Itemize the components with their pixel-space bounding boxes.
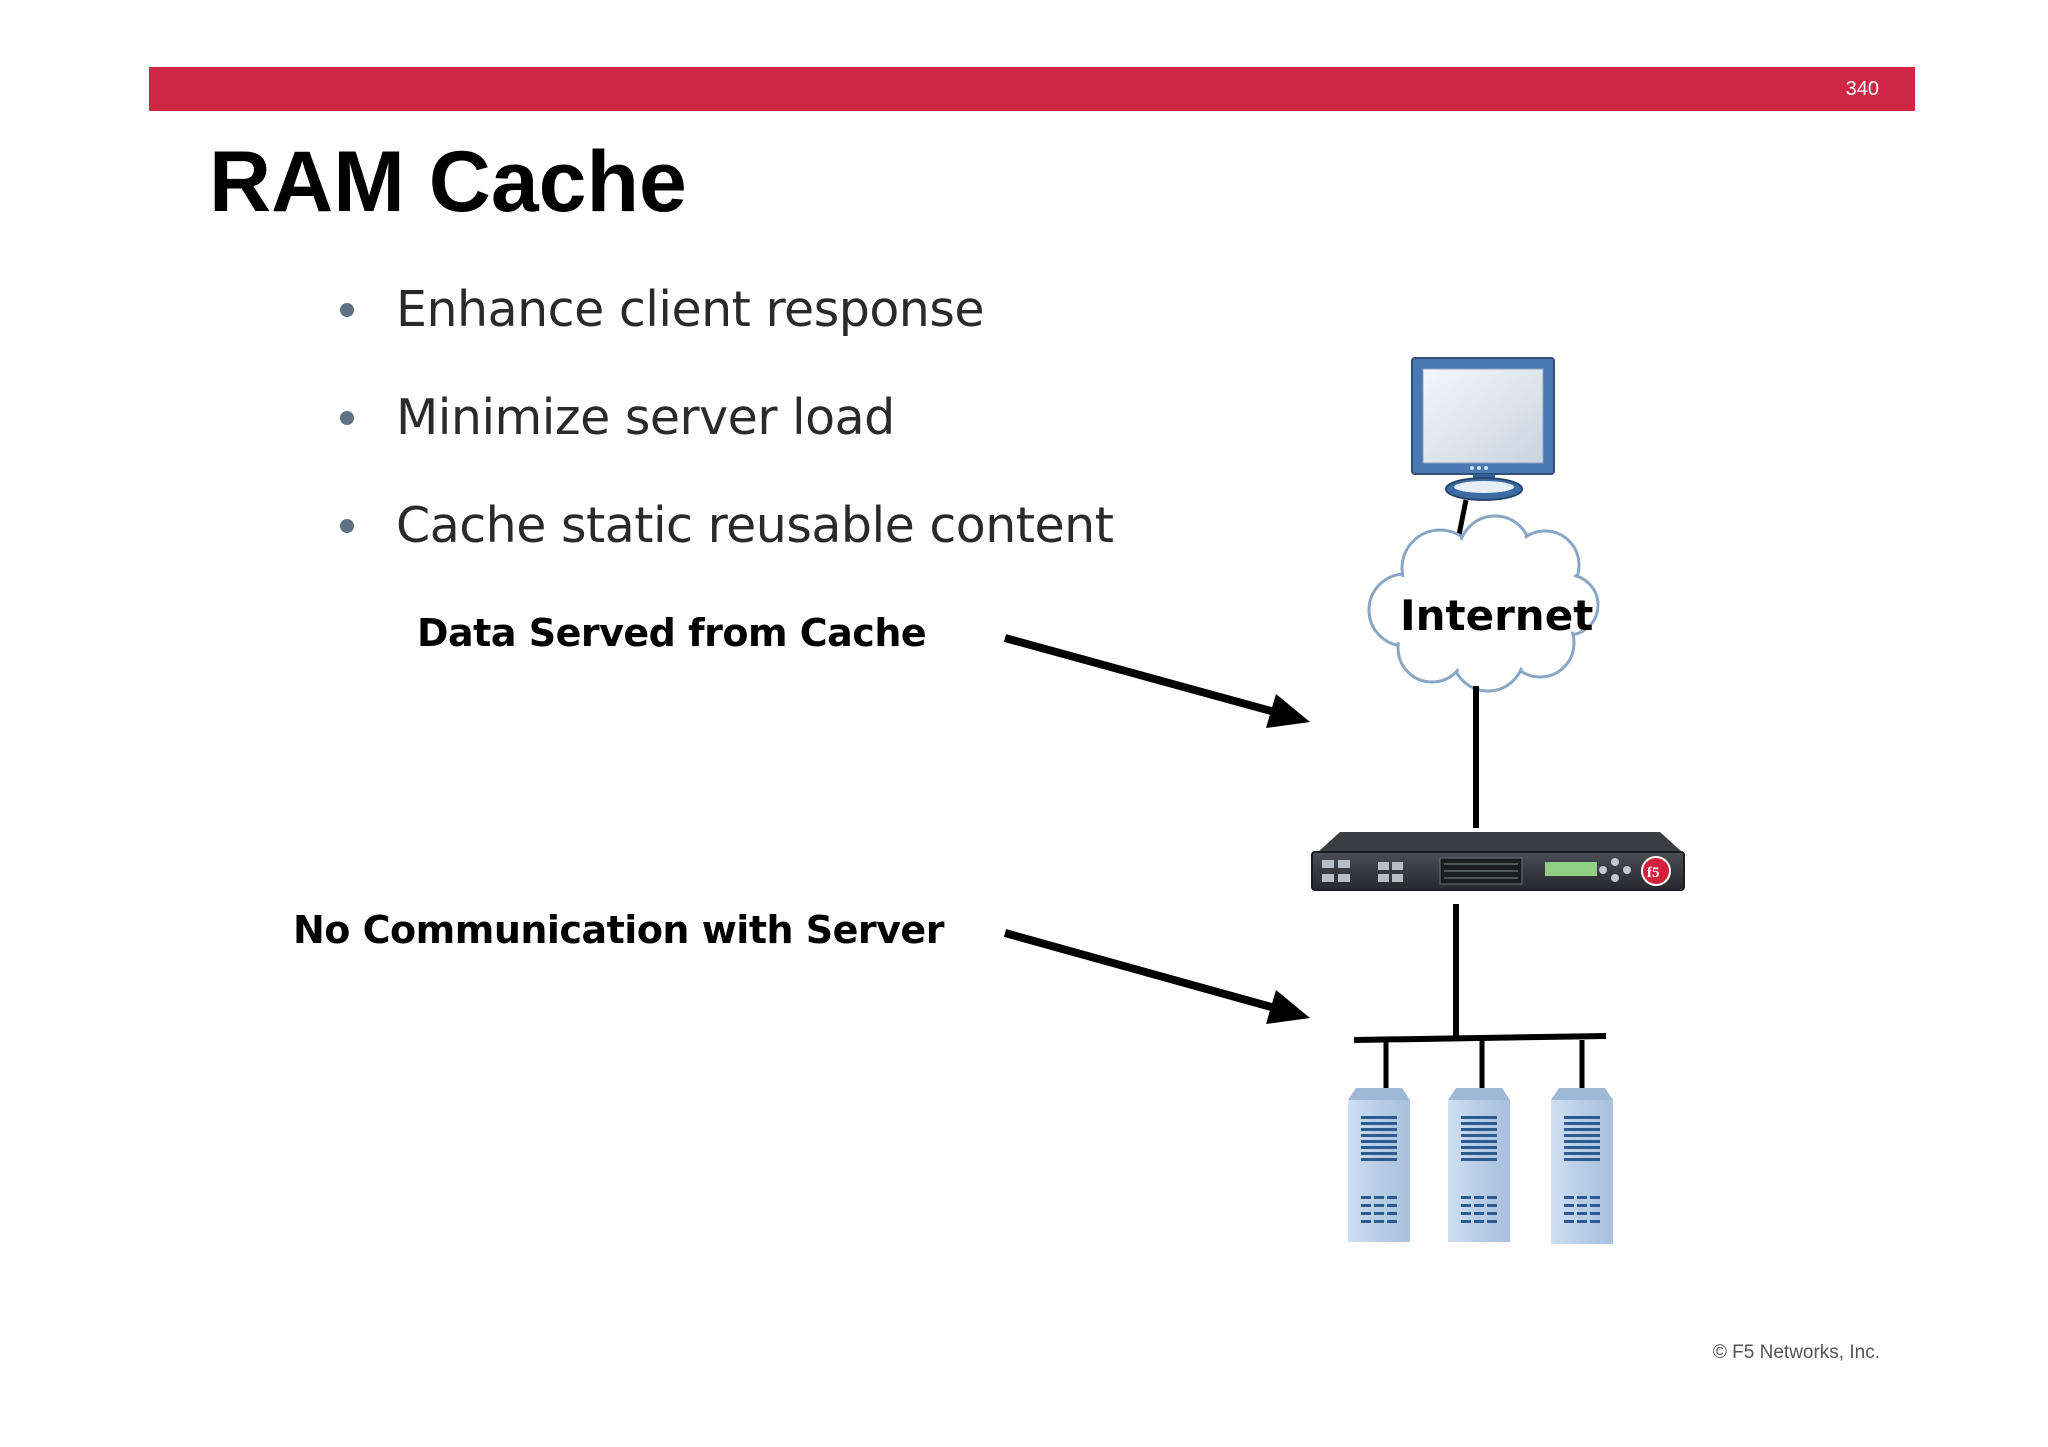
arrow-to-cache-icon xyxy=(1003,634,1310,728)
header-bar: 340 xyxy=(149,67,1915,111)
server-icon xyxy=(1551,1088,1613,1244)
slide-title: RAM Cache xyxy=(209,134,687,230)
monitor-icon xyxy=(1411,357,1555,501)
bullet-list: Enhance client response Minimize server … xyxy=(340,278,1114,602)
bullet-text: Cache static reusable content xyxy=(396,497,1114,554)
f5-appliance-icon: f5 xyxy=(1311,832,1685,891)
copyright-footer: © F5 Networks, Inc. xyxy=(1712,1342,1880,1363)
server-icon xyxy=(1448,1088,1510,1242)
bullet-dot-icon xyxy=(340,519,354,533)
server-icon xyxy=(1348,1088,1410,1242)
internet-label: Internet xyxy=(1400,591,1593,640)
bullet-text: Enhance client response xyxy=(396,281,985,338)
bullet-text: Minimize server load xyxy=(396,389,895,446)
bullet-item: Minimize server load xyxy=(340,386,1113,494)
bullet-dot-icon xyxy=(340,303,354,317)
bullet-dot-icon xyxy=(340,411,354,425)
bullet-item: Cache static reusable content xyxy=(340,494,1114,602)
bullet-item: Enhance client response xyxy=(340,278,1113,386)
arrow-to-servers-icon xyxy=(1003,929,1310,1024)
server-bus-line xyxy=(1353,1033,1607,1043)
page-number: 340 xyxy=(1845,78,1879,100)
data-served-from-cache-label: Data Served from Cache xyxy=(417,611,927,655)
no-communication-label: No Communication with Server xyxy=(293,908,944,952)
internet-cloud-icon xyxy=(1367,514,1600,693)
svg-text:f5: f5 xyxy=(1647,865,1660,881)
